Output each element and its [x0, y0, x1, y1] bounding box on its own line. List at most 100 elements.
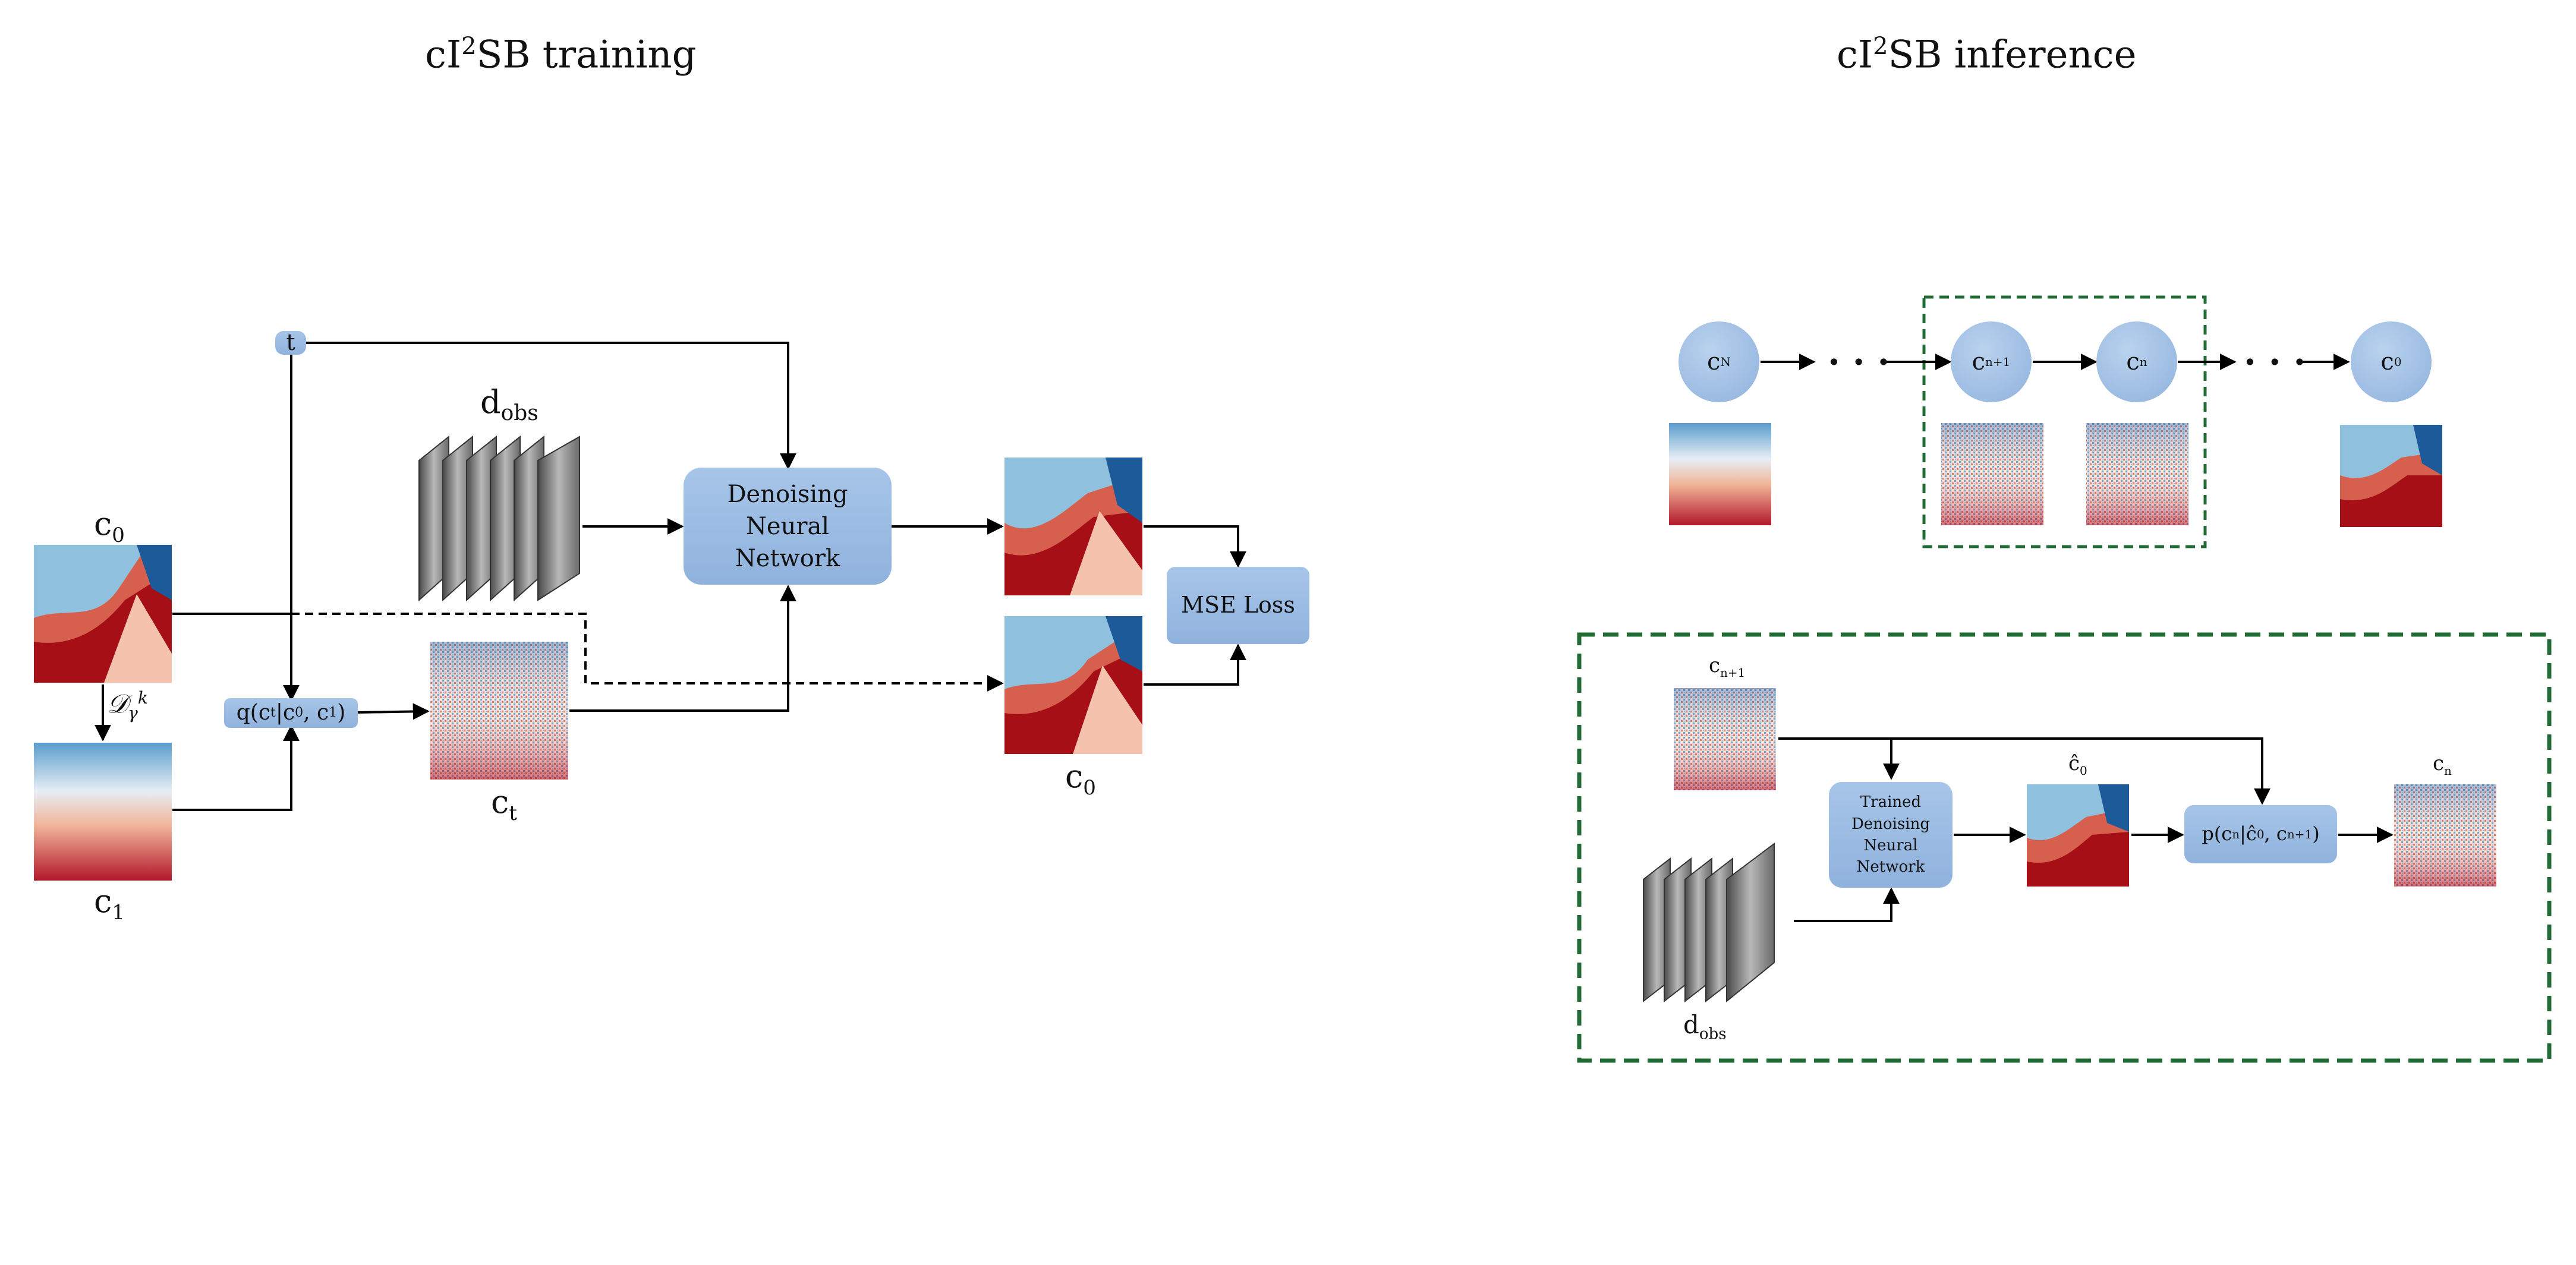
trained-line3: Neural	[1863, 837, 1918, 854]
operator-sup: k	[137, 688, 148, 708]
dobs-stack	[418, 435, 580, 602]
training-title-prefix: cI	[425, 33, 462, 77]
highlight-frame	[1922, 295, 2207, 548]
ct-sub: t	[509, 801, 517, 825]
q-comma: , c	[303, 700, 329, 725]
chat0-label: ĉ0	[2068, 752, 2087, 778]
chat0-sub: 0	[2080, 763, 2087, 778]
detail-cn1-letter: c	[1709, 654, 1721, 677]
cN-image	[1669, 423, 1771, 525]
cN-sub: N	[1720, 355, 1731, 369]
chat0-image	[2027, 784, 2129, 887]
c0-label: c0	[94, 505, 125, 547]
inference-title-prefix: cI	[1837, 33, 1873, 77]
c1-letter: c	[94, 882, 112, 920]
c1-label: c1	[94, 882, 125, 925]
cn1-letter: c	[1972, 348, 1986, 376]
detail-dobs-stack	[1643, 843, 1775, 1003]
cn-letter: c	[2126, 348, 2140, 376]
c0-target-label: c0	[1065, 758, 1096, 800]
arrow-c0-dashed-to-target	[291, 613, 1004, 692]
p-text: p(c	[2202, 822, 2232, 846]
c0-final-image	[2340, 425, 2442, 527]
arrow-q-to-ct	[357, 703, 430, 720]
detail-dobs-sub: obs	[1699, 1025, 1727, 1043]
arrow-ct-to-denoiser	[569, 585, 796, 712]
detail-dobs-label: dobs	[1683, 1010, 1727, 1043]
c1-image	[34, 743, 172, 881]
p-sub-n: n	[2232, 826, 2240, 841]
detail-cn1-sub: n+1	[1720, 665, 1746, 680]
dobs-sub: obs	[500, 400, 538, 425]
q-sub-1: 1	[329, 705, 338, 721]
trained-line1: Trained	[1860, 793, 1922, 812]
denoiser-line1: Denoising Neural	[727, 480, 848, 540]
trained-line2: Denoising	[1851, 815, 1930, 833]
detail-cn1-label: cn+1	[1709, 654, 1745, 680]
arrow-target-to-mse	[1144, 643, 1246, 686]
dots-left: · · ·	[1828, 342, 1890, 383]
output-cn-image	[2394, 784, 2496, 887]
p-close: )	[2312, 822, 2320, 846]
dobs-label: dobs	[480, 383, 538, 425]
dots-right: · · ·	[2244, 342, 2306, 383]
q-sub-t: t	[270, 705, 276, 721]
mse-loss-box: MSE Loss	[1167, 567, 1309, 644]
inference-title-suffix: SB inference	[1888, 33, 2137, 77]
detail-dobs-letter: d	[1683, 1010, 1699, 1039]
t-label: t	[286, 329, 295, 356]
cn-image	[2086, 423, 2188, 525]
denoising-network-box: Denoising Neural Network	[684, 468, 892, 585]
arrow-t-to-denoiser	[304, 342, 796, 470]
inference-title-sup: 2	[1873, 33, 1888, 60]
c0-image	[34, 545, 172, 683]
dots-left-text: · · ·	[1828, 342, 1890, 383]
detail-frame	[1577, 632, 2552, 1063]
output-cn-letter: c	[2433, 752, 2445, 775]
output-cn-sub: n	[2444, 763, 2452, 778]
ct-letter: c	[491, 783, 509, 821]
trained-network-box: Trained Denoising Neural Network	[1829, 782, 1953, 888]
c0-target-sub: 0	[1083, 775, 1096, 800]
p-comma: , c	[2264, 822, 2287, 846]
detail-cn1-image	[1674, 688, 1776, 790]
mse-label: MSE Loss	[1181, 592, 1295, 619]
arrow-prediction-to-mse	[1144, 525, 1246, 568]
p-sub-0: 0	[2256, 826, 2265, 841]
c0-letter: c	[94, 505, 112, 542]
c0-node-letter: c	[2380, 348, 2394, 376]
c0-node-sub: 0	[2394, 355, 2402, 369]
inference-title: cI2SB inference	[1837, 33, 2136, 77]
ct-label: ct	[491, 783, 517, 825]
training-title: cI2SB training	[425, 33, 697, 77]
dots-right-text: · · ·	[2244, 342, 2306, 383]
q-sub-0: 0	[295, 705, 304, 721]
c0-sub: 0	[112, 523, 125, 547]
q-bar: |c	[275, 700, 295, 725]
cn-sub: n	[2139, 355, 2147, 369]
trained-line4: Network	[1856, 858, 1925, 876]
output-cn-label: cn	[2433, 752, 2452, 778]
cN-letter: c	[1707, 348, 1721, 376]
denoiser-line2: Network	[735, 544, 840, 572]
operator-letter: 𝒟	[107, 689, 128, 720]
operator-label: 𝒟γk	[107, 688, 148, 723]
q-text: q(c	[236, 700, 270, 725]
p-bar: |ĉ	[2240, 822, 2257, 846]
chat0-letter: ĉ	[2068, 752, 2080, 775]
dobs-letter: d	[480, 383, 501, 421]
target-c0-image	[1004, 616, 1142, 754]
cn1-image	[1941, 423, 2043, 525]
operator-sub: γ	[128, 703, 138, 723]
arrow-dobs-to-trained	[1794, 887, 1900, 922]
cn1-sub: n+1	[1985, 355, 2011, 369]
ct-image	[430, 642, 568, 780]
t-node: t	[275, 329, 306, 355]
